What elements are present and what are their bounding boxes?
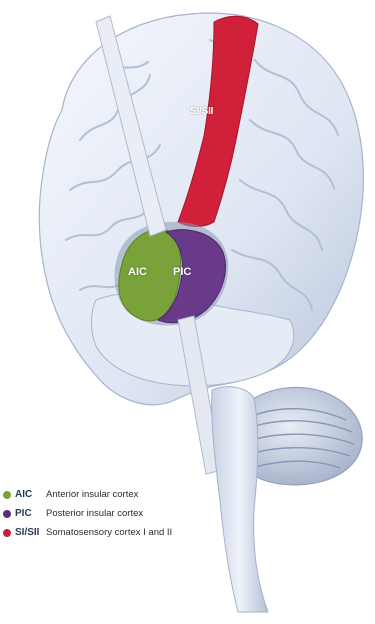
green-dot-icon [3, 491, 11, 499]
aic-label: AIC [128, 266, 147, 278]
legend-description: Anterior insular cortex [46, 489, 138, 500]
si-sii-label: SI/SII [190, 106, 213, 117]
legend-abbr: AIC [15, 489, 46, 500]
legend-abbr: SI/SII [15, 527, 46, 538]
pic-label: PIC [173, 266, 191, 278]
legend-item: SI/SII Somatosensory cortex I and II [3, 523, 253, 542]
legend-description: Somatosensory cortex I and II [46, 527, 172, 538]
legend-abbr: PIC [15, 508, 46, 519]
legend: AIC Anterior insular cortex PIC Posterio… [3, 485, 253, 542]
red-dot-icon [3, 529, 11, 537]
purple-dot-icon [3, 510, 11, 518]
legend-item: PIC Posterior insular cortex [3, 504, 253, 523]
legend-item: AIC Anterior insular cortex [3, 485, 253, 504]
legend-description: Posterior insular cortex [46, 508, 143, 519]
